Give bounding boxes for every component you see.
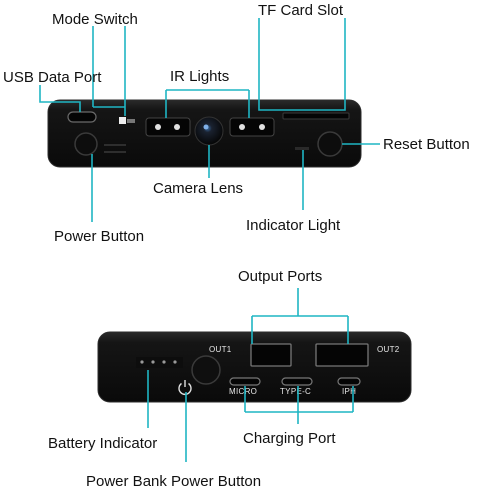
- mode-switch[interactable]: [119, 117, 126, 124]
- camera-lens: [194, 116, 224, 146]
- charging-port-micro[interactable]: [229, 377, 261, 386]
- battery-led: [162, 360, 166, 364]
- label-output-ports: Output Ports: [238, 268, 322, 285]
- output-port-out2[interactable]: [315, 343, 369, 367]
- ir-light-left: [145, 117, 191, 137]
- port-label-out2: OUT2: [377, 345, 400, 354]
- label-power-bank-power-button: Power Bank Power Button: [86, 473, 261, 490]
- power-bank-power-button[interactable]: [191, 355, 221, 385]
- battery-led: [151, 360, 155, 364]
- label-battery-indicator: Battery Indicator: [48, 435, 157, 452]
- label-ir-lights: IR Lights: [170, 68, 229, 85]
- usb-data-port[interactable]: [67, 111, 97, 123]
- top-leader-lines: [39, 18, 380, 222]
- port-label-micro: MICRO: [229, 387, 257, 396]
- ir-led: [239, 124, 245, 130]
- ir-light-right: [229, 117, 275, 137]
- ir-led: [259, 124, 265, 130]
- power-icon: [178, 380, 192, 395]
- power-button[interactable]: [74, 132, 98, 156]
- tf-card-slot[interactable]: [282, 112, 350, 120]
- power-bank-device-bottom: OUT1 OUT2 MICRO TYPE-C IPH: [97, 331, 412, 403]
- port-label-out1: OUT1: [209, 345, 232, 354]
- charging-port-type-c[interactable]: [281, 377, 313, 386]
- label-mode-switch: Mode Switch: [52, 11, 138, 28]
- port-label-type-c: TYPE-C: [280, 387, 311, 396]
- leader-tf-card-slot: [258, 18, 346, 111]
- label-indicator-light: Indicator Light: [246, 217, 341, 234]
- label-tf-card-slot: TF Card Slot: [258, 2, 344, 19]
- label-usb-data-port: USB Data Port: [3, 69, 102, 86]
- port-label-iph: IPH: [342, 387, 356, 396]
- bottom-leader-lines: [147, 288, 354, 462]
- ir-led: [155, 124, 161, 130]
- label-power-button: Power Button: [54, 228, 144, 245]
- label-camera-lens: Camera Lens: [153, 180, 243, 197]
- ir-led: [174, 124, 180, 130]
- reset-button[interactable]: [317, 131, 343, 157]
- output-port-out1[interactable]: [250, 343, 292, 367]
- label-reset-button: Reset Button: [383, 136, 470, 153]
- charging-port-iph[interactable]: [337, 377, 361, 386]
- indicator-light: [295, 147, 309, 150]
- battery-indicator: [136, 357, 183, 368]
- label-charging-port: Charging Port: [243, 430, 336, 447]
- battery-led: [173, 360, 177, 364]
- lens-glint: [203, 124, 209, 130]
- battery-led: [140, 360, 144, 364]
- leader-usb-data-port: [39, 85, 81, 112]
- camera-device-top: [47, 99, 362, 168]
- mode-switch-track: [127, 119, 135, 123]
